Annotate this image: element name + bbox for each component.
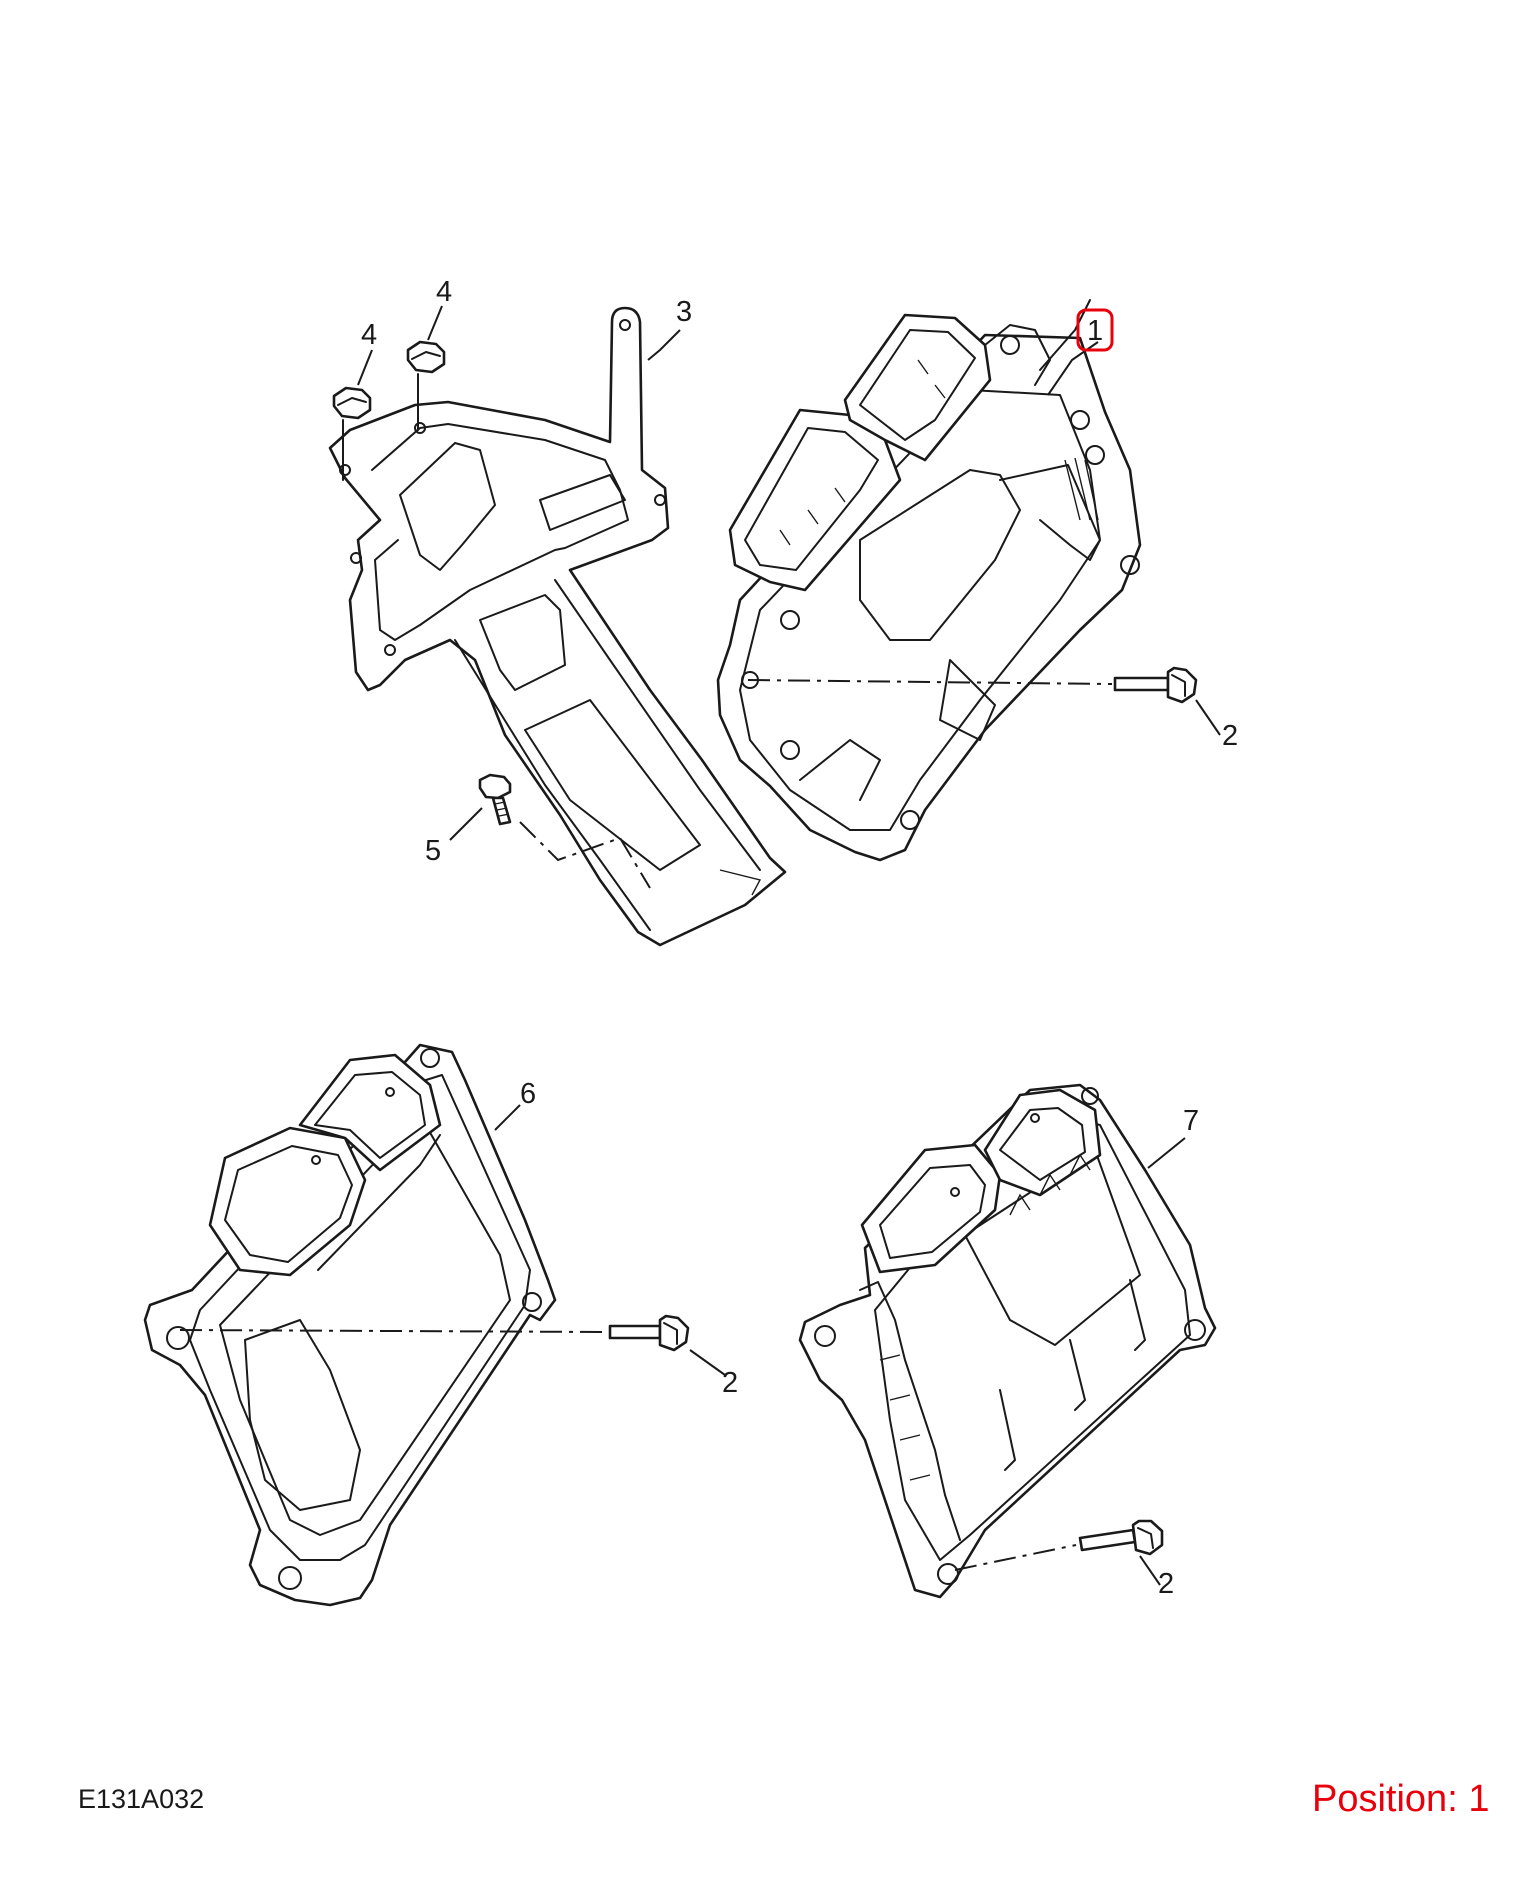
ecu-module-7[interactable] [798,1083,1217,1599]
bolt-ecu-1[interactable] [1113,666,1198,704]
position-value: 1 [1468,1778,1490,1820]
axis-line-ecu-7 [954,1544,1077,1571]
bolt-ecu-6[interactable] [608,1314,690,1352]
diagram-reference-code: E131A032 [78,1784,205,1814]
callout-2-ecu-6[interactable]: 2 [722,1367,738,1399]
bolt-ecu-7[interactable] [1078,1519,1164,1556]
leader-lines [357,305,1221,1586]
callout-5[interactable]: 5 [425,835,441,867]
callout-7[interactable]: 7 [1183,1105,1199,1137]
axis-line-ecu-6 [179,1329,607,1333]
callout-3[interactable]: 3 [676,296,692,328]
callout-1[interactable]: 1 [1087,315,1103,347]
nut-right[interactable] [406,340,446,431]
position-label: Position: [1312,1778,1458,1820]
callout-4-left[interactable]: 4 [361,319,377,351]
position-readout: Position: 1 [1312,1778,1489,1821]
ecu-module-6[interactable] [143,1043,557,1607]
callout-4-right[interactable]: 4 [436,276,452,308]
callout-6[interactable]: 6 [520,1078,536,1110]
nut-left[interactable] [332,386,372,481]
mounting-bracket[interactable] [328,306,787,947]
screw-5[interactable] [478,773,512,826]
callout-highlight-box [1076,308,1114,352]
ecu-module-1[interactable] [716,299,1142,862]
axis-line-ecu-1 [747,679,1113,685]
callout-2-ecu-1[interactable]: 2 [1222,720,1238,752]
callout-2-ecu-7[interactable]: 2 [1158,1568,1174,1600]
